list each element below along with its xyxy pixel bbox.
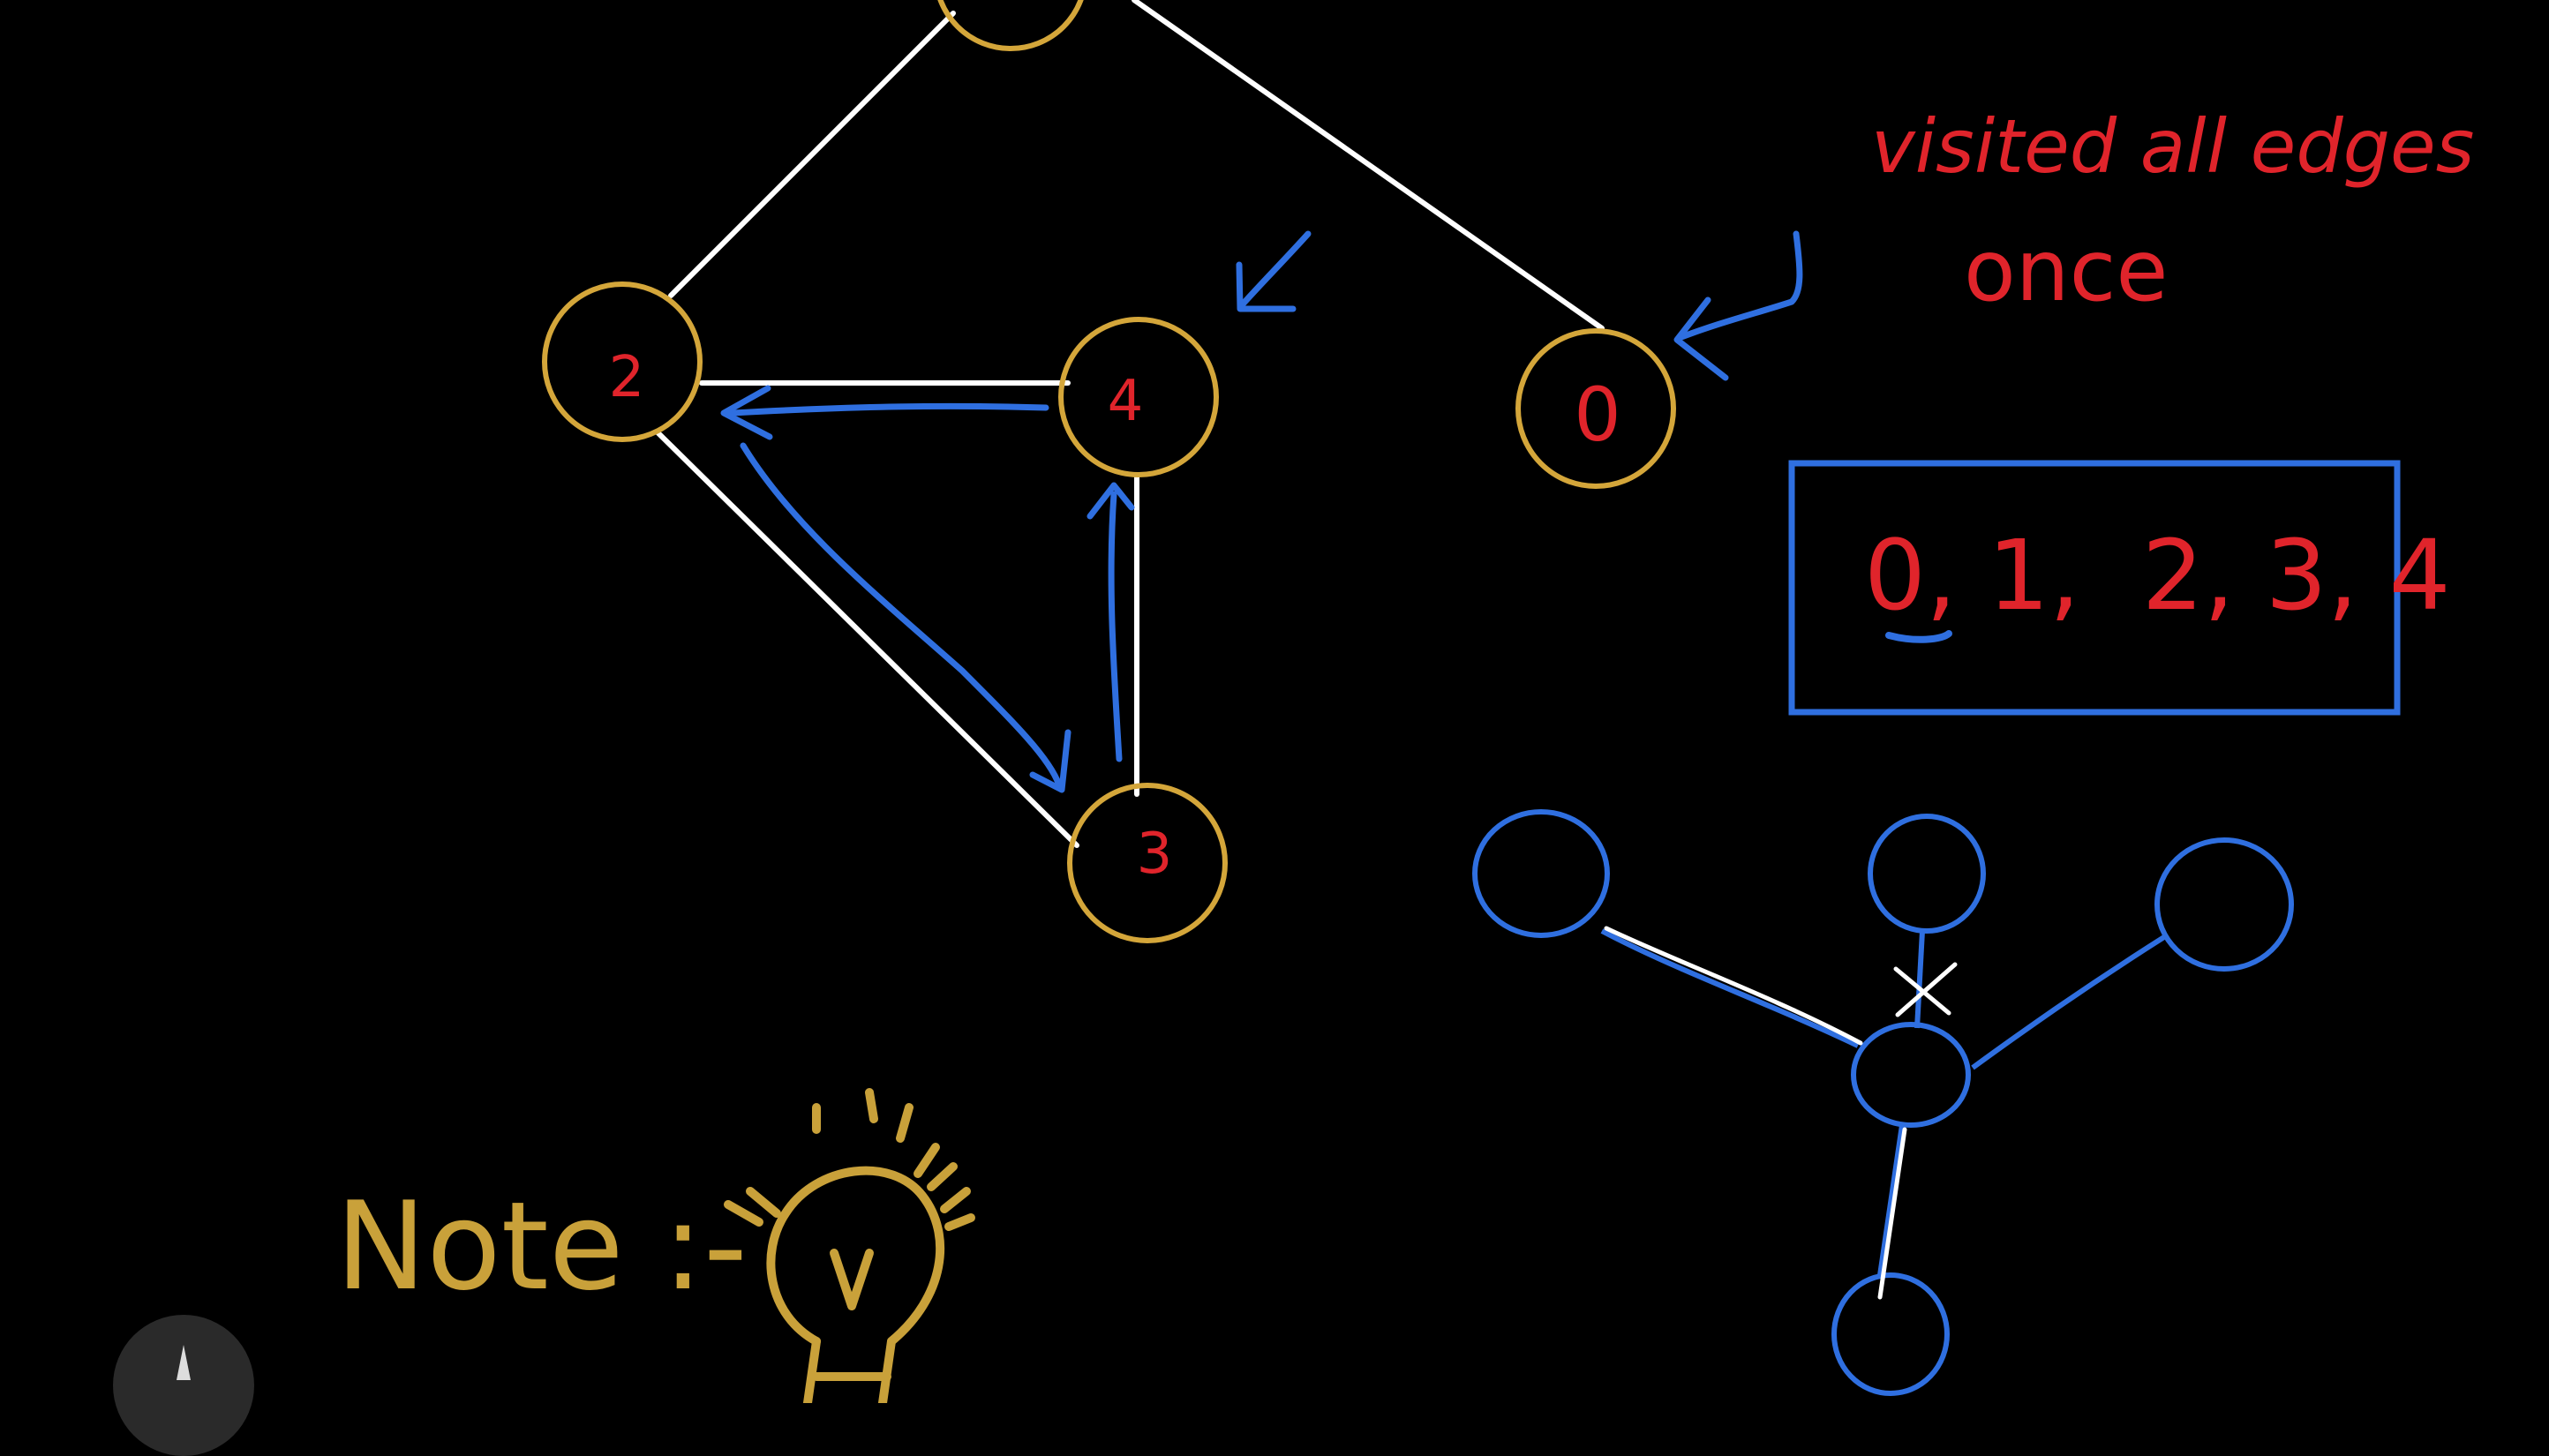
graph-node-1 xyxy=(937,0,1084,51)
star-node-center xyxy=(1851,1022,1971,1128)
cross-mark-icon xyxy=(1893,962,1958,1017)
note-text: Note :- xyxy=(335,1175,748,1317)
white-trace-left xyxy=(1604,926,1863,1046)
arrow-4-to-2 xyxy=(729,402,1049,417)
visited-all-edges-text: visited all edges xyxy=(1871,103,2474,190)
star-node-top xyxy=(1868,814,1986,934)
edge-1-2 xyxy=(668,11,956,298)
arrow-pointer-0 xyxy=(1673,230,1803,381)
star-graph xyxy=(1472,809,2294,1396)
edge-2-3 xyxy=(655,430,1079,848)
graph-node-4: 4 xyxy=(1058,317,1219,477)
arrow-4-to-2-head xyxy=(720,385,773,440)
graph-nodes: 2 4 0 3 xyxy=(542,0,1676,943)
arrow-3-to-4-head xyxy=(1087,482,1135,520)
lightbulb-icon xyxy=(724,1088,975,1403)
star-edge-left xyxy=(1600,928,1860,1048)
graph-node-0: 0 xyxy=(1515,328,1676,489)
graph-node-2: 2 xyxy=(542,281,703,442)
arrow-2-to-3 xyxy=(740,442,1063,789)
node-label-2: 2 xyxy=(609,345,645,410)
star-node-left xyxy=(1472,809,1610,938)
order-underline xyxy=(1885,630,1952,643)
arrow-2-to-3-head xyxy=(1029,729,1071,793)
star-node-bottom xyxy=(1831,1272,1950,1396)
star-node-right xyxy=(2154,837,2294,972)
node-label-0: 0 xyxy=(1574,372,1620,458)
graph-node-3: 3 xyxy=(1067,783,1228,943)
star-white-overlay xyxy=(1604,926,1958,1300)
star-edge-top xyxy=(1914,930,1925,1029)
arrow-3-to-4 xyxy=(1108,491,1123,762)
order-box xyxy=(1788,460,2401,716)
traversal-arrows xyxy=(720,230,1803,793)
arrow-pointer-4 xyxy=(1236,230,1312,312)
edge-1-0 xyxy=(1132,0,1605,331)
graph-edges xyxy=(655,0,1605,848)
node-label-4: 4 xyxy=(1108,369,1144,434)
star-edge-right xyxy=(1971,933,2169,1070)
whiteboard-canvas: 2 4 0 3 visited all edges once 0, 1, 2, … xyxy=(335,0,2474,1403)
node-label-3: 3 xyxy=(1137,822,1173,887)
once-text: once xyxy=(1964,221,2168,320)
order-sequence-text: 0, 1, 2, 3, 4 xyxy=(1864,519,2451,632)
star-edge-bottom xyxy=(1877,1124,1905,1276)
white-trace-bottom xyxy=(1877,1127,1907,1300)
pen-cursor-icon[interactable] xyxy=(113,1315,254,1456)
